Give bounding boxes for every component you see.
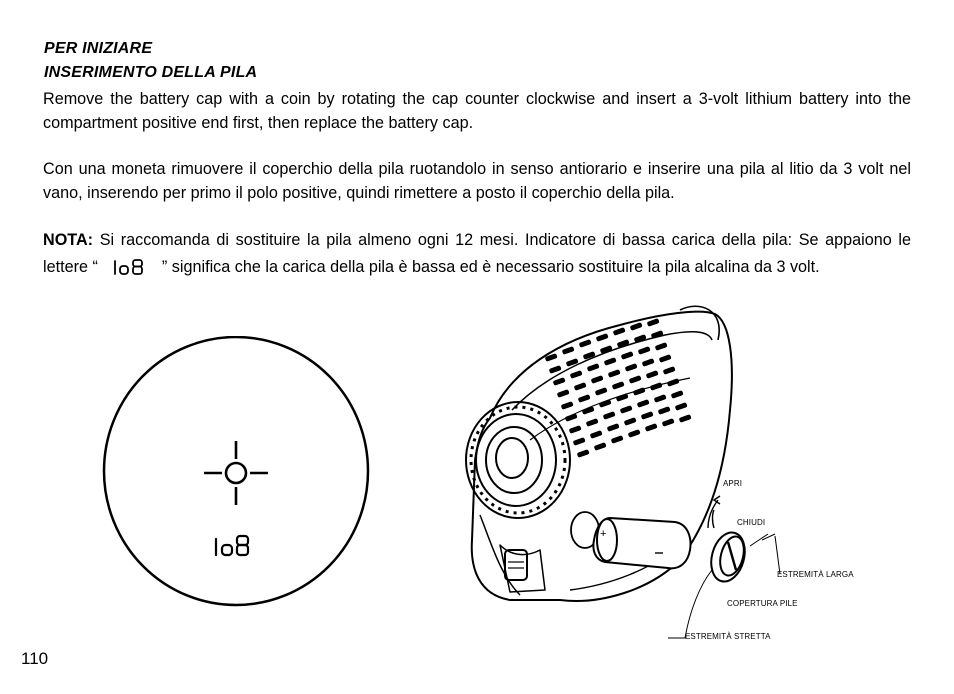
note-text-1: Si raccomanda di sostituire la pila alme… [43, 231, 912, 276]
label-apri: APRI [723, 479, 743, 488]
label-estremita-larga: ESTREMITÀ LARGA [777, 570, 854, 579]
section-heading: PER INIZIARE [44, 40, 153, 57]
lcd-lo8-indicator [214, 534, 250, 557]
battery-icon: + [592, 516, 692, 570]
subsection-heading: INSERIMENTO DELLA PILA [44, 64, 258, 81]
battery-cap-icon [710, 531, 746, 583]
note-text-2: ” significa che la carica della pila è b… [161, 258, 820, 276]
label-estremita-stretta: ESTREMITÀ STRETTA [685, 632, 771, 641]
note-label: NOTA: [43, 231, 94, 249]
page-number: 110 [21, 649, 49, 668]
label-chiudi: CHIUDI [737, 518, 766, 527]
rangefinder-illustration: + [465, 305, 781, 639]
low-battery-indicator-icon [112, 258, 148, 285]
label-copertura-pile: COPERTURA PILE [727, 599, 798, 608]
viewfinder-display [102, 336, 370, 607]
english-instructions: Remove the battery cap with a coin by ro… [43, 90, 911, 132]
italian-instructions: Con una moneta rimuovere il coperchio de… [43, 160, 911, 202]
svg-text:+: + [600, 528, 606, 540]
note-paragraph: NOTA: Si raccomanda di sostituire la pil… [43, 227, 911, 285]
reticle-icon [204, 441, 268, 505]
